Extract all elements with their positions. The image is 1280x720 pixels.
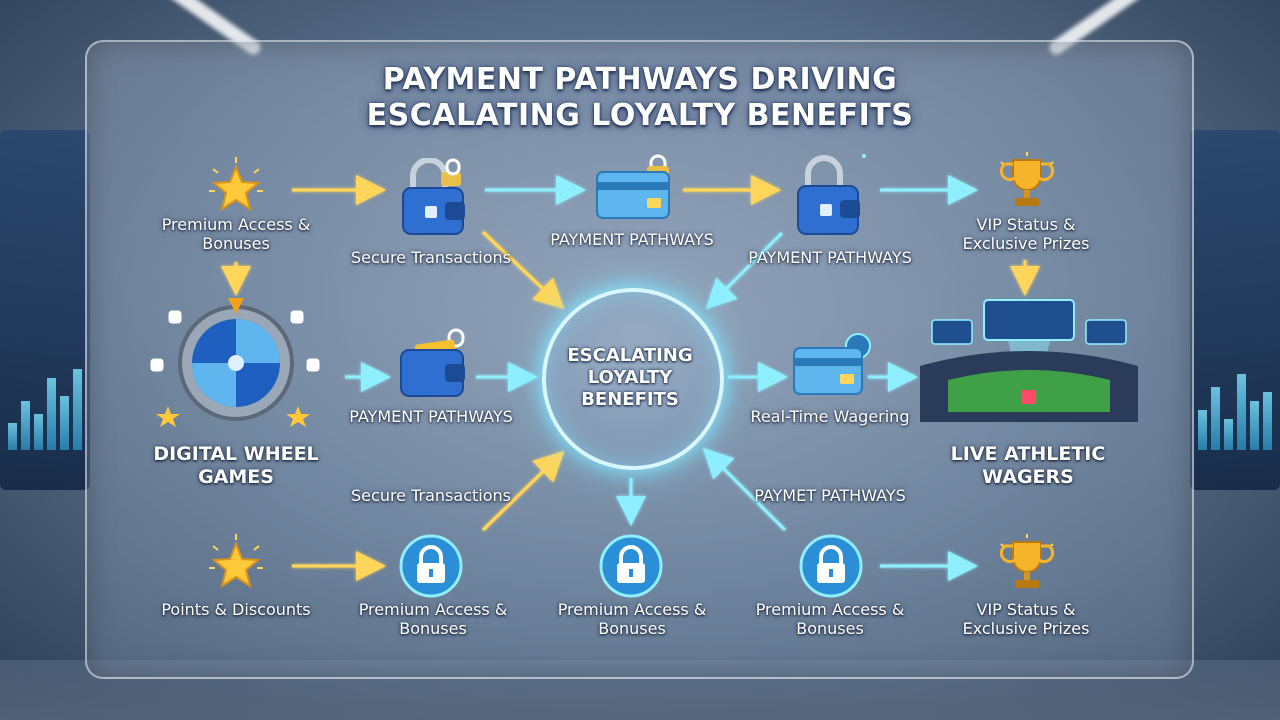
label-vip-status-bottom: VIP Status & Exclusive Prizes [962,600,1090,638]
label-vip-status-top: VIP Status & Exclusive Prizes [962,215,1090,253]
label-digital-wheel-games: DIGITAL WHEEL GAMES [153,443,319,488]
prize-wheel-icon [150,298,320,427]
wallet-icon [402,158,465,235]
label-premium-access-bottom-2: Premium Access & Bonuses [557,600,707,638]
padlock-icon [399,534,463,598]
trophy-icon [999,534,1055,588]
title-line-1: PAYMENT PATHWAYS DRIVING [382,62,898,97]
padlock-icon [799,534,863,598]
label-live-athletic-wagers: LIVE ATHLETIC WAGERS [950,443,1106,488]
padlock-icon [599,534,663,598]
loyalty-hub-ring [542,288,724,470]
diagram-title: PAYMENT PATHWAYS DRIVING ESCALATING LOYA… [0,62,1280,134]
star-icon [209,157,263,212]
credit-card-icon [596,154,670,219]
title-line-2: ESCALATING LOYALTY BENEFITS [366,98,914,133]
label-paymet-pathways-bottom: PAYMET PATHWAYS [754,486,906,505]
label-real-time-wagering: Real-Time Wagering [750,407,910,426]
label-secure-transactions-bottom: Secure Transactions [351,486,511,505]
label-payment-pathways-mid: PAYMENT PATHWAYS [349,407,513,426]
label-points-discounts: Points & Discounts [161,600,311,619]
trophy-icon [999,152,1055,206]
wallet-icon [400,328,465,397]
label-premium-access-top: Premium Access & Bonuses [161,215,311,253]
label-payment-pathways-top-center: PAYMENT PATHWAYS [550,230,714,249]
arrow-secure-to-hub [481,230,565,310]
stadium-icon [920,299,1138,422]
label-premium-access-bottom-1: Premium Access & Bonuses [358,600,508,638]
credit-card-icon [793,333,871,395]
arrow-paymet-to-hub [702,447,787,532]
arrow-payment-to-hub [705,231,784,310]
label-payment-pathways-top-right: PAYMENT PATHWAYS [748,248,912,267]
background-monitor-left [0,130,90,490]
background-floor [0,660,1280,720]
label-secure-transactions-top: Secure Transactions [351,248,511,267]
background-monitor-right [1190,130,1280,490]
hub-label: ESCALATING LOYALTY BENEFITS [567,345,693,410]
wallet-icon [797,154,866,235]
label-premium-access-bottom-3: Premium Access & Bonuses [755,600,905,638]
arrow-secure-bottom-to-hub [481,450,565,532]
star-icon [209,534,263,589]
